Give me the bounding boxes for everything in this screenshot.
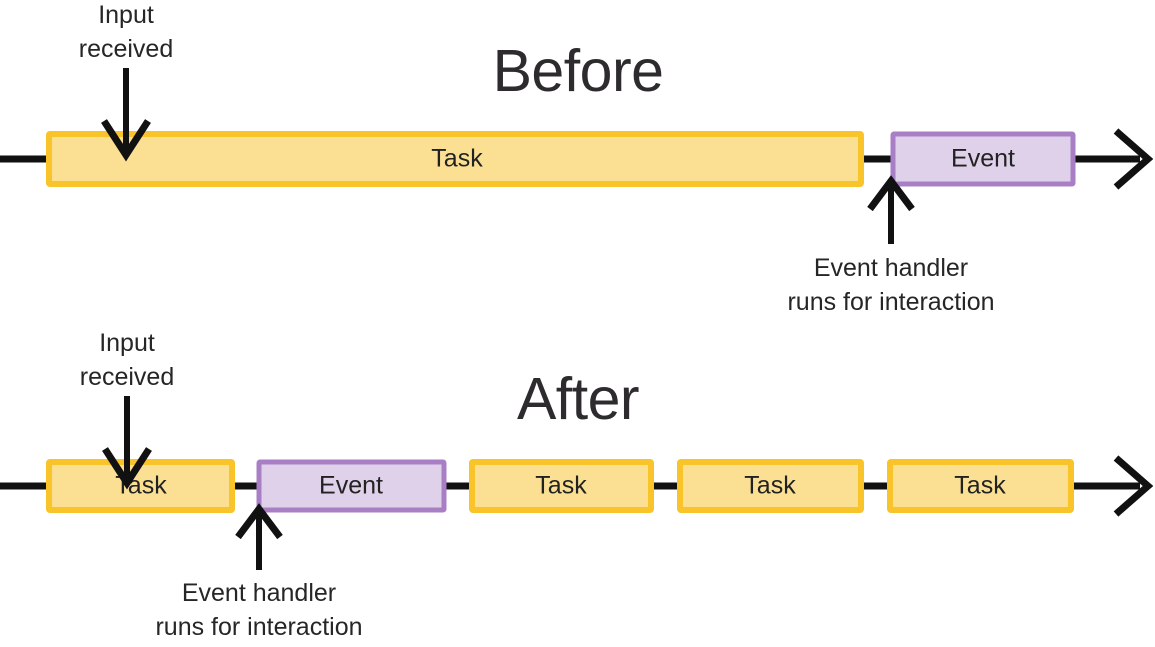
after-event-block (256, 459, 447, 513)
before-input-received-label: Input received (78, 1, 174, 63)
after-task-label-4: Task (954, 472, 1006, 500)
after-event-handler-arrow-icon (235, 503, 283, 570)
before-timeline: Task Event (0, 68, 1154, 244)
after-task-block-3 (677, 459, 864, 513)
before-event-label: Event (951, 145, 1015, 173)
before-task-block (46, 131, 864, 187)
after-input-received-arrow-icon (102, 396, 152, 490)
after-timeline: Task Event Task Task Task (0, 396, 1154, 570)
after-task-label-2: Task (535, 472, 587, 500)
after-event-label: Event (319, 472, 383, 500)
before-event-handler-arrow-icon (867, 175, 915, 244)
after-event-handler-label: Event handler runs for interaction (155, 579, 363, 641)
after-task-block-2 (469, 459, 654, 513)
before-task-label: Task (431, 145, 483, 173)
before-axis-arrowhead-icon (1113, 128, 1154, 190)
after-input-received-label: Input received (79, 329, 175, 391)
before-event-handler-label: Event handler runs for interaction (787, 254, 995, 316)
after-axis-arrowhead-icon (1113, 455, 1154, 517)
before-section-title: Before (492, 38, 664, 104)
after-task-block-4 (887, 459, 1074, 513)
after-section-title: After (516, 366, 640, 432)
before-event-block (890, 131, 1076, 187)
before-input-received-arrow-icon (101, 68, 151, 162)
after-task-label-3: Task (744, 472, 796, 500)
